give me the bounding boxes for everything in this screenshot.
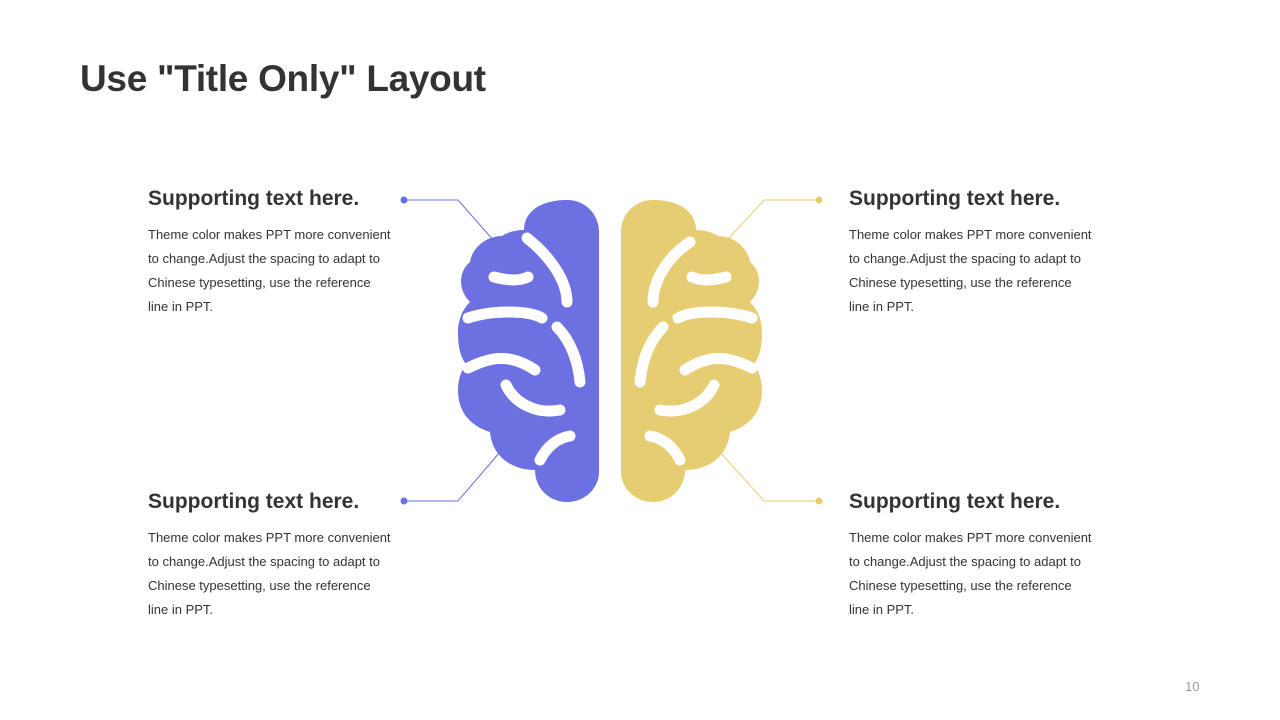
block-body: Theme color makes PPT more convenient to… xyxy=(849,530,1092,617)
block-heading: Supporting text here. xyxy=(849,490,1061,513)
connector-bottom-right xyxy=(719,451,823,505)
connector-top-left xyxy=(400,196,503,251)
text-block-top-left: Supporting text here. Theme color makes … xyxy=(148,186,398,319)
block-body: Theme color makes PPT more convenient to… xyxy=(148,227,391,314)
block-body: Theme color makes PPT more convenient to… xyxy=(849,227,1092,314)
brain-icon xyxy=(458,200,762,502)
text-block-bottom-left: Supporting text here. Theme color makes … xyxy=(148,489,398,622)
connector-bottom-left xyxy=(400,451,501,505)
slide-title: Use "Title Only" Layout xyxy=(80,58,486,99)
text-block-bottom-right: Supporting text here. Theme color makes … xyxy=(849,489,1099,622)
page-number: 10 xyxy=(1185,679,1200,694)
block-heading: Supporting text here. xyxy=(148,490,360,513)
block-heading: Supporting text here. xyxy=(148,187,360,210)
block-heading: Supporting text here. xyxy=(849,187,1061,210)
block-body: Theme color makes PPT more convenient to… xyxy=(148,530,391,617)
text-block-top-right: Supporting text here. Theme color makes … xyxy=(849,186,1099,319)
connector-top-right xyxy=(717,196,823,251)
